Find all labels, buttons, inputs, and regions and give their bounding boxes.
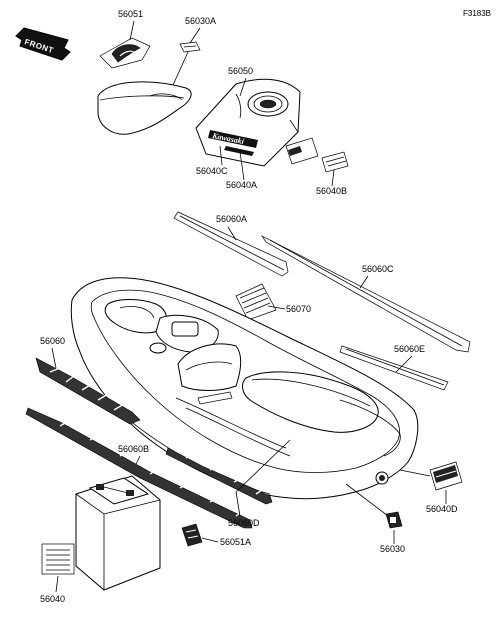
decal-56040 xyxy=(41,543,75,575)
figure-id: F3183B xyxy=(463,9,491,18)
battery-box xyxy=(75,475,161,591)
decal-56040B xyxy=(285,137,349,173)
label-56051A: 56051A xyxy=(220,537,251,547)
label-56040: 56040 xyxy=(40,594,65,604)
hull xyxy=(70,277,419,500)
label-56060B: 56060B xyxy=(118,444,149,454)
front-arrow-icon: FRONT xyxy=(15,27,71,61)
label-56040A: 56040A xyxy=(226,180,257,190)
seat-cover xyxy=(97,81,192,135)
label-56070: 56070 xyxy=(286,304,311,314)
label-56030A: 56030A xyxy=(185,16,216,26)
label-56040C: 56040C xyxy=(196,166,228,176)
hatch-cover-56050: Kawasaki xyxy=(195,78,301,167)
label-56050: 56050 xyxy=(228,66,253,76)
stripe-56060B xyxy=(25,407,253,529)
stripe-56060 xyxy=(35,357,141,425)
stripe-56060C xyxy=(260,235,471,353)
decal-56030 xyxy=(385,511,403,529)
label-56060D: 56060D xyxy=(228,518,260,528)
label-56040B: 56040B xyxy=(316,186,347,196)
stripe-56060A xyxy=(173,211,289,277)
label-56060: 56060 xyxy=(40,336,65,346)
decal-56051 xyxy=(99,37,151,69)
stripe-56060D xyxy=(165,447,273,505)
label-56060E: 56060E xyxy=(394,344,425,354)
label-56060C: 56060C xyxy=(362,264,394,274)
decal-56051A xyxy=(181,523,203,547)
label-56030: 56030 xyxy=(380,544,405,554)
stripe-56060E xyxy=(339,345,449,391)
label-56051: 56051 xyxy=(118,9,143,19)
label-56040D: 56040D xyxy=(426,504,458,514)
decal-56070 xyxy=(235,283,277,321)
label-56060A: 56060A xyxy=(216,214,247,224)
decal-56030A xyxy=(179,41,201,53)
decal-56040D xyxy=(429,461,463,491)
